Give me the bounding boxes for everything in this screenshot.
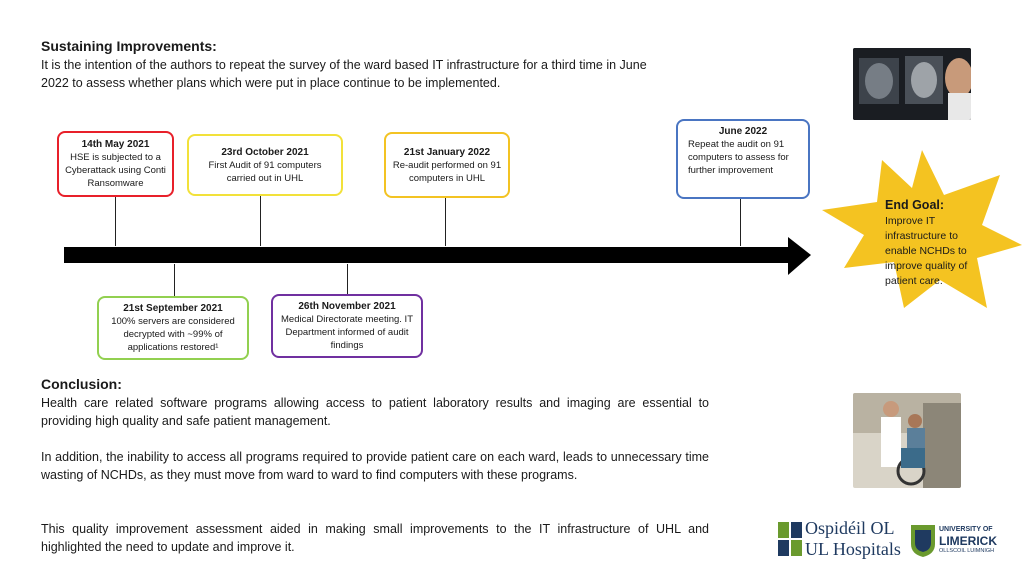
end-goal-line: enable NCHDs to	[885, 245, 967, 257]
ul-university-logo: UNIVERSITY OF LIMERICK OLLSCOIL LUIMNIGH	[910, 522, 1020, 562]
event-description: HSE is subjected to a Cyberattack using …	[65, 152, 166, 189]
event-date: 21st January 2022	[403, 146, 491, 158]
event-date: 26th November 2021	[298, 301, 396, 312]
end-goal-line: Improve IT	[885, 215, 936, 227]
event-date: June 2022	[718, 126, 768, 137]
event-date: 14th May 2021	[81, 139, 150, 150]
connector-line	[174, 264, 175, 298]
conclusion-paragraph-2: In addition, the inability to access all…	[41, 450, 709, 482]
end-goal-star-icon	[822, 150, 1022, 308]
hospital-name-irish: Ospidéil OL	[805, 518, 895, 538]
timeline-event-june-2022: June 2022 Repeat the audit on 91 compute…	[676, 119, 810, 199]
event-date: 21st September 2021	[123, 303, 223, 314]
university-line-2: LIMERICK	[939, 534, 997, 548]
end-goal-line: patient care.	[885, 275, 943, 287]
university-shield-icon	[911, 525, 935, 557]
end-goal-line: infrastructure to	[885, 230, 958, 242]
conclusion-heading: Conclusion:	[41, 376, 122, 392]
connector-line	[740, 198, 741, 246]
sustaining-heading: Sustaining Improvements:	[41, 38, 217, 54]
end-goal-title: End Goal:	[885, 198, 945, 212]
timeline-event-may-2021: 14th May 2021 HSE is subjected to a Cybe…	[57, 131, 174, 197]
xray-viewing-photo	[853, 48, 971, 120]
event-description: Medical Directorate meeting. IT Departme…	[281, 314, 413, 351]
conclusion-paragraph-3: This quality improvement assessment aide…	[41, 522, 709, 554]
hospital-name-english: UL Hospitals	[805, 539, 901, 559]
connector-line	[260, 194, 261, 246]
connector-line	[115, 168, 116, 246]
connector-line	[445, 196, 446, 246]
hospital-wheelchair-photo	[853, 393, 961, 488]
timeline-arrow	[64, 237, 811, 275]
end-goal-text: End Goal: Improve IT infrastructure to e…	[885, 198, 995, 289]
university-line-1: UNIVERSITY OF	[939, 526, 993, 533]
event-description: First Audit of 91 computers carried out …	[208, 159, 322, 184]
connector-line	[347, 264, 348, 296]
university-line-3: OLLSCOIL LUIMNIGH	[939, 548, 995, 554]
conclusion-paragraph-1: Health care related software programs al…	[41, 396, 709, 428]
hospital-emblem-icon	[778, 522, 802, 556]
timeline-event-september-2021: 21st September 2021 100% servers are con…	[97, 296, 249, 360]
ul-hospitals-logo: Ospidéil OL UL Hospitals	[778, 518, 906, 562]
timeline-event-october-2021: 23rd October 2021 First Audit of 91 comp…	[187, 134, 343, 196]
timeline-event-january-2022: 21st January 2022 Re-audit performed on …	[384, 132, 510, 198]
sustaining-text: It is the intention of the authors to re…	[41, 58, 647, 90]
end-goal-line: improve quality of	[885, 260, 968, 272]
event-description: Re-audit performed on 91 computers in UH…	[392, 159, 502, 184]
event-date: 23rd October 2021	[221, 146, 309, 158]
timeline-event-november-2021: 26th November 2021 Medical Directorate m…	[271, 294, 423, 358]
event-description: Repeat the audit on 91 computers to asse…	[688, 139, 789, 176]
event-description: 100% servers are considered decrypted wi…	[111, 316, 235, 353]
